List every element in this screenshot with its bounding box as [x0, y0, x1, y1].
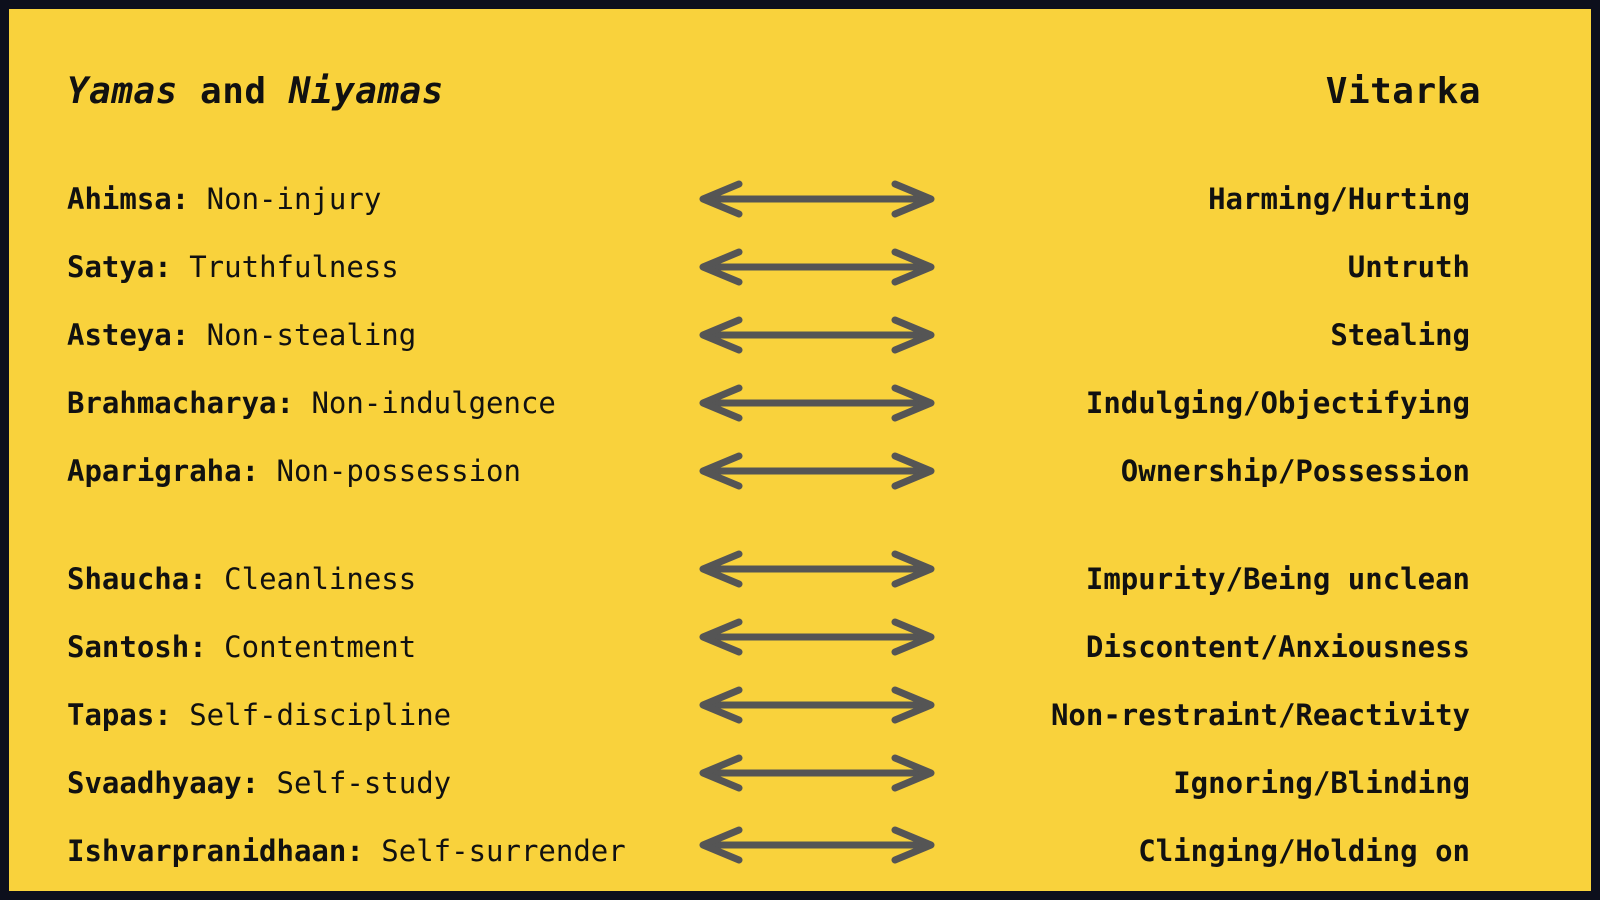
niyama-entry: Ishvarpranidhaan: Self-surrender	[67, 831, 626, 871]
yama-entry: Satya: Truthfulness	[67, 247, 399, 287]
yama-row: Satya: Truthfulness Untruth	[9, 247, 1591, 287]
niyama-entry: Tapas: Self-discipline	[67, 695, 451, 735]
yama-entry: Ahimsa: Non-injury	[67, 179, 381, 219]
niyama-meaning: Contentment	[206, 630, 417, 664]
diagram-panel: Yamas and Niyamas Vitarka Ahimsa: Non-in…	[9, 9, 1591, 891]
yama-meaning: Non-stealing	[189, 318, 417, 352]
vitarka-opposite: Untruth	[1347, 250, 1470, 284]
yama-row: Ahimsa: Non-injury Harming/Hurting	[9, 179, 1591, 219]
yama-entry: Brahmacharya: Non-indulgence	[67, 383, 556, 423]
niyama-term: Ishvarpranidhaan:	[67, 834, 364, 868]
double-arrow-icon	[699, 248, 935, 286]
double-arrow-icon	[699, 754, 935, 792]
vitarka-opposite: Indulging/Objectifying	[1085, 386, 1470, 420]
double-arrow-icon	[699, 686, 935, 724]
yama-row: Asteya: Non-stealing Stealing	[9, 315, 1591, 355]
double-arrow-icon	[699, 452, 935, 490]
yama-term: Aparigraha:	[67, 454, 260, 488]
yama-term: Ahimsa:	[67, 182, 190, 216]
niyama-entry: Shaucha: Cleanliness	[67, 559, 416, 599]
niyama-meaning: Self-surrender	[363, 834, 626, 868]
vitarka-opposite: Discontent/Anxiousness	[1085, 630, 1470, 664]
niyama-meaning: Self-study	[259, 766, 452, 800]
niyama-row: Ishvarpranidhaan: Self-surrender Clingin…	[9, 826, 1591, 871]
yama-row: Brahmacharya: Non-indulgence Indulging/O…	[9, 383, 1591, 423]
niyama-term: Santosh:	[67, 630, 207, 664]
niyama-meaning: Cleanliness	[206, 562, 417, 596]
yama-meaning: Non-injury	[189, 182, 382, 216]
yama-term: Satya:	[67, 250, 172, 284]
niyama-row: Shaucha: Cleanliness Impurity/Being uncl…	[9, 550, 1591, 599]
yama-row: Aparigraha: Non-possession Ownership/Pos…	[9, 451, 1591, 491]
niyama-term: Tapas:	[67, 698, 172, 732]
yama-meaning: Non-possession	[259, 454, 521, 488]
heading-and: and	[177, 71, 289, 112]
niyama-row: Santosh: Contentment Discontent/Anxiousn…	[9, 618, 1591, 667]
double-arrow-icon	[699, 384, 935, 422]
double-arrow-icon	[699, 550, 935, 588]
vitarka-opposite: Ownership/Possession	[1120, 454, 1470, 488]
vitarka-heading: Vitarka	[1325, 71, 1481, 112]
heading-niyamas: Niyamas	[288, 71, 444, 112]
yama-entry: Asteya: Non-stealing	[67, 315, 416, 355]
yama-entry: Aparigraha: Non-possession	[67, 451, 521, 491]
niyama-entry: Svaadhyaay: Self-study	[67, 763, 451, 803]
double-arrow-icon	[699, 316, 935, 354]
yamas-niyamas-heading: Yamas and Niyamas	[67, 71, 444, 112]
vitarka-opposite: Clinging/Holding on	[1138, 834, 1470, 868]
niyama-row: Tapas: Self-discipline Non-restraint/Rea…	[9, 686, 1591, 735]
vitarka-opposite: Harming/Hurting	[1208, 182, 1470, 216]
vitarka-opposite: Non-restraint/Reactivity	[1050, 698, 1470, 732]
double-arrow-icon	[699, 180, 935, 218]
yama-term: Brahmacharya:	[67, 386, 294, 420]
yama-term: Asteya:	[67, 318, 190, 352]
niyama-term: Svaadhyaay:	[67, 766, 260, 800]
niyama-row: Svaadhyaay: Self-study Ignoring/Blinding	[9, 754, 1591, 803]
yama-meaning: Non-indulgence	[293, 386, 556, 420]
double-arrow-icon	[699, 618, 935, 656]
heading-yamas: Yamas	[67, 71, 178, 112]
vitarka-opposite: Stealing	[1330, 318, 1470, 352]
niyama-entry: Santosh: Contentment	[67, 627, 416, 667]
niyama-meaning: Self-discipline	[171, 698, 452, 732]
yama-meaning: Truthfulness	[171, 250, 399, 284]
niyama-term: Shaucha:	[67, 562, 207, 596]
vitarka-opposite: Ignoring/Blinding	[1173, 766, 1470, 800]
double-arrow-icon	[699, 826, 935, 864]
vitarka-opposite: Impurity/Being unclean	[1085, 562, 1470, 596]
